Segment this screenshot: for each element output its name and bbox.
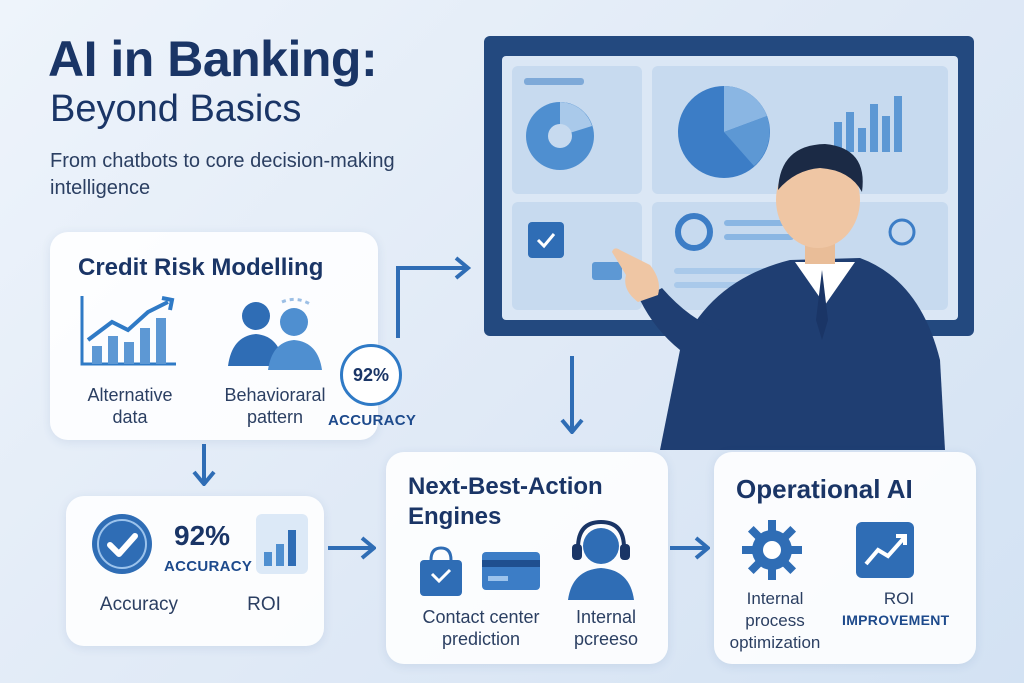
arrow-icon xyxy=(670,536,710,560)
arrow-icon xyxy=(386,250,476,340)
next-best-action-title: Next-Best-Action Engines xyxy=(408,473,603,530)
accuracy-badge-circle: 92% xyxy=(340,344,402,406)
accuracy-badge-label: ACCURACY xyxy=(328,412,417,429)
page-title: AI in Banking: xyxy=(48,31,378,87)
behavioral-pattern-label: Behavioraral pattern xyxy=(224,385,326,427)
accuracy-value-label: ACCURACY xyxy=(164,558,253,575)
shopping-bag-icon xyxy=(416,544,466,598)
internal-process-optimization-label: Internal process optimization xyxy=(729,589,821,652)
bar-chart-up-icon xyxy=(78,292,178,368)
accuracy-roi-card: 92% ACCURACY Accuracy ROI xyxy=(66,496,324,646)
roi-improvement-line2: IMPROVEMENT xyxy=(842,612,950,628)
roi-label: ROI xyxy=(247,594,281,615)
credit-risk-card: Credit Risk Modelling Alternative data B… xyxy=(50,232,378,440)
next-best-action-card: Next-Best-Action Engines Contact center … xyxy=(386,452,668,664)
roi-bars-icon xyxy=(256,514,308,574)
alternative-data-label: Alternative data xyxy=(87,385,173,427)
page-tagline: From chatbots to core decision-making in… xyxy=(50,150,395,199)
trend-up-icon xyxy=(856,522,914,578)
internal-process-label: Internal pcreeso xyxy=(573,607,639,649)
operational-ai-card: Operational AI Internal process optimiza… xyxy=(714,452,976,664)
dashboard-monitor-illustration xyxy=(484,36,974,336)
roi-improvement-line1: ROI xyxy=(883,589,915,608)
operational-ai-title: Operational AI xyxy=(736,474,913,504)
gear-icon xyxy=(740,518,804,582)
contact-center-label: Contact center prediction xyxy=(422,607,540,649)
businessman-illustration xyxy=(600,130,950,450)
headset-agent-icon xyxy=(564,516,638,600)
arrow-icon xyxy=(192,444,216,486)
credit-risk-title: Credit Risk Modelling xyxy=(78,254,324,281)
credit-card-icon xyxy=(482,552,540,590)
people-icon xyxy=(222,294,332,370)
check-circle-icon xyxy=(90,512,154,576)
accuracy-label: Accuracy xyxy=(99,594,179,615)
accuracy-badge-value: 92% xyxy=(352,364,390,385)
arrow-icon xyxy=(560,356,584,434)
accuracy-value: 92% xyxy=(174,520,231,551)
arrow-icon xyxy=(328,536,376,560)
page-subtitle: Beyond Basics xyxy=(50,88,302,130)
